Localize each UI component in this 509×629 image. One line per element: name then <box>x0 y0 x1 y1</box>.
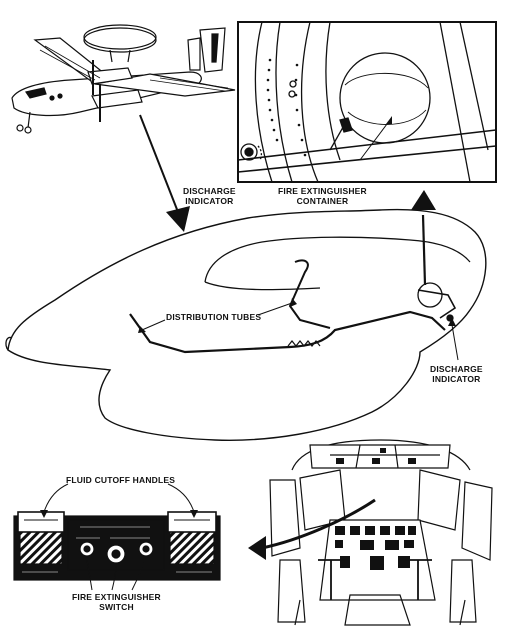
arrow-nacelle-to-inset <box>411 190 436 286</box>
label-line-1: DISCHARGE <box>430 364 483 374</box>
aircraft-illustration <box>11 24 236 134</box>
label-fire-extinguisher-container: FIRE EXTINGUISHER CONTAINER <box>278 186 367 206</box>
control-panel-illustration <box>13 511 221 581</box>
arrow-aircraft-to-nacelle <box>139 114 190 232</box>
label-line-1: DISTRIBUTION TUBES <box>166 312 262 322</box>
panel-label-leaders <box>40 483 198 591</box>
label-line-2: INDICATOR <box>432 374 481 384</box>
label-line-2: SWITCH <box>99 602 134 612</box>
container-detail-inset <box>237 21 497 183</box>
label-line-1: FIRE EXTINGUISHER <box>278 186 367 196</box>
nacelle-outline <box>5 208 487 441</box>
label-discharge-indicator-top: DISCHARGE INDICATOR <box>183 186 236 206</box>
label-line-1: FIRE EXTINGUISHER <box>72 592 161 602</box>
label-fire-extinguisher-switch: FIRE EXTINGUISHER SWITCH <box>72 592 161 612</box>
label-line-2: INDICATOR <box>185 196 234 206</box>
label-fluid-cutoff-handles: FLUID CUTOFF HANDLES <box>66 475 175 485</box>
label-distribution-tubes: DISTRIBUTION TUBES <box>166 312 261 322</box>
label-line-1: DISCHARGE <box>183 186 236 196</box>
label-line-2: CONTAINER <box>296 196 349 206</box>
cockpit-illustration <box>269 439 493 626</box>
arrow-cockpit-to-panel <box>248 498 376 560</box>
label-discharge-indicator-right: DISCHARGE INDICATOR <box>430 364 483 384</box>
label-line-1: FLUID CUTOFF HANDLES <box>66 475 176 485</box>
